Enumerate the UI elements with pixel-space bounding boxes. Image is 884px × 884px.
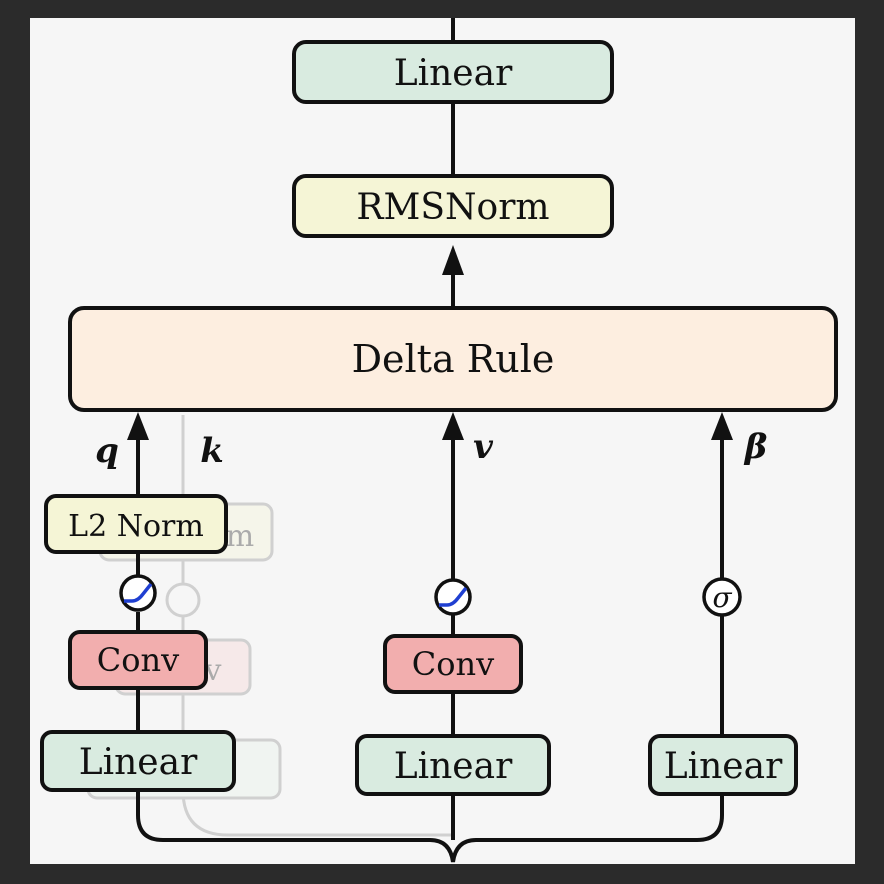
sigmoid-symbol: σ [712,581,732,614]
arrowhead-q [127,412,149,440]
silu-q-icon [119,574,157,612]
linear-v-label: Linear [394,746,513,787]
top-linear-label: Linear [394,53,513,94]
conv-v-label: Conv [412,645,494,683]
rmsnorm-label: RMSNorm [356,187,549,228]
l2-norm-label: L2 Norm [68,509,204,544]
input-bracket [136,790,724,863]
conv-k-ghost-label: v [204,653,222,688]
silu-v-icon [434,578,472,616]
conv-q-label: Conv [97,641,179,679]
delta-rule-block: Delta Rule [68,306,838,412]
sigmoid-icon: σ [702,577,742,617]
v-label: v [473,427,494,467]
connections [136,18,724,863]
linear-v-block: Linear [355,734,551,796]
linear-q-block: Linear [40,730,236,792]
conv-v-block: Conv [383,634,523,694]
linear-beta-block: Linear [648,734,798,796]
arrowheads [127,245,733,440]
silu-k-ghost-icon [165,582,201,618]
arrowhead-rmsnorm [442,245,464,275]
linear-q-label: Linear [79,742,198,783]
k-label: k [200,431,224,471]
delta-rule-label: Delta Rule [352,337,555,381]
l2-norm-k-ghost-label: m [226,519,254,554]
l2-norm-block: L2 Norm [44,494,228,554]
linear-beta-label: Linear [664,746,783,787]
conv-q-block: Conv [68,630,208,690]
arrowhead-beta [711,412,733,440]
q-label: q [95,431,119,471]
rmsnorm-block: RMSNorm [292,174,614,238]
top-linear-block: Linear [292,40,614,104]
arrowhead-v [442,412,464,440]
beta-label: β [743,427,768,467]
diagram-canvas [30,18,855,864]
